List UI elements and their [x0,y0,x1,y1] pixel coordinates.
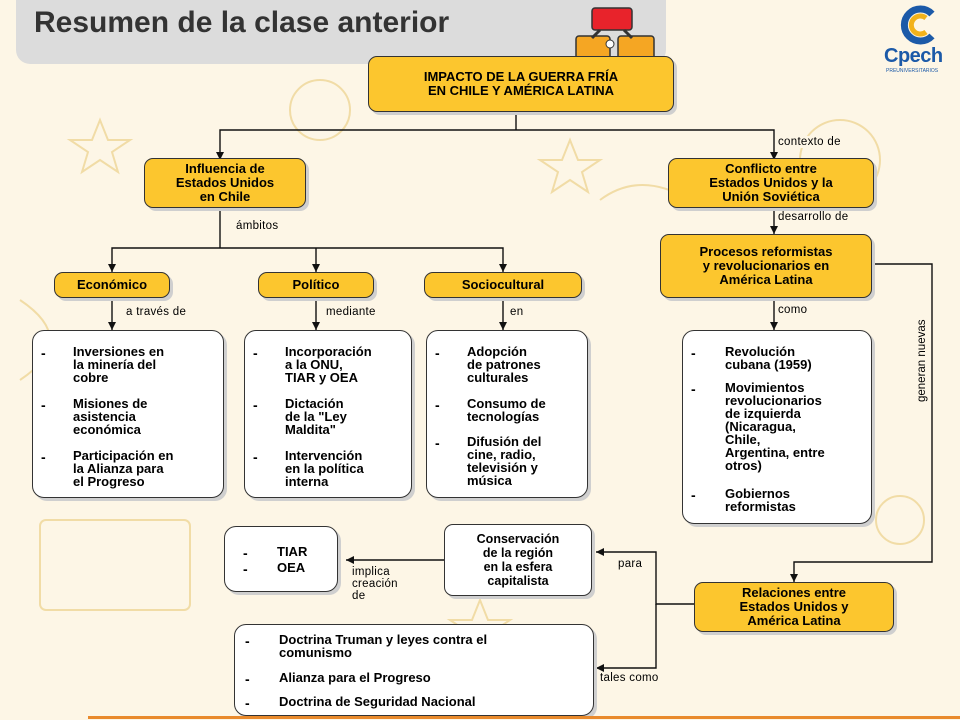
list-item: Misiones de asistencia económica [73,396,148,437]
bottom-rule [88,716,960,719]
label-como: como [778,304,808,316]
root-node: IMPACTO DE LA GUERRA FRÍA EN CHILE Y AMÉ… [368,56,674,112]
political-list: - Incorporación a la ONU, TIAR y OEA - D… [244,330,412,498]
list-item: Participación en la Alianza para el Prog… [73,448,174,489]
list-item: Doctrina Truman y leyes contra el comuni… [279,632,488,660]
list-item: Consumo de tecnologías [467,396,546,424]
label-implica: implica creación de [352,566,398,602]
list-bullet: - [253,397,258,413]
list-bullet: - [435,397,440,413]
list-bullet: - [253,449,258,465]
list-bullet: - [243,561,248,577]
label-a-traves: a través de [126,306,187,318]
conservation-node: Conservación de la región en la esfera c… [444,524,592,596]
economic-list: - Inversiones en la minería del cobre - … [32,330,224,498]
economic-node: Económico [54,272,170,298]
label-generan-nuevas: generan nuevas [916,319,928,402]
list-item: Incorporación a la ONU, TIAR y OEA [285,344,372,385]
list-bullet: - [245,695,250,711]
logo-mark [900,5,935,45]
list-bullet: - [691,345,696,361]
label-mediante: mediante [326,306,376,318]
sociocultural-node: Sociocultural [424,272,582,298]
relations-node: Relaciones entre Estados Unidos y Améric… [694,582,894,632]
list-item: Revolución cubana (1959) [725,344,812,372]
list-item: Movimientos revolucionarios de izquierda… [725,380,825,473]
list-bullet: - [691,487,696,503]
list-bullet: - [243,545,248,561]
label-contexto: contexto de [778,136,841,148]
label-desarrollo: desarrollo de [778,211,849,223]
list-item: Doctrina de Seguridad Nacional [279,694,476,709]
list-bullet: - [435,435,440,451]
list-bullet: - [253,345,258,361]
list-item: Alianza para el Progreso [279,670,431,685]
label-para: para [618,558,643,570]
influence-node: Influencia de Estados Unidos en Chile [144,158,306,208]
tiar-oea-list: - TIAR - OEA [224,526,338,592]
title-banner [16,0,666,64]
list-item: Dictación de la "Ley Maldita" [285,396,347,437]
list-item: OEA [277,560,306,575]
list-item: Difusión del cine, radio, televisión y m… [467,434,542,488]
puzzle-illustration [575,7,655,63]
list-item: TIAR [277,544,308,559]
processes-node: Procesos reformistas y revolucionarios e… [660,234,872,298]
list-item: Gobiernos reformistas [725,486,796,514]
sociocultural-list: - Adopción de patrones culturales - Cons… [426,330,588,498]
doctrine-list: - Doctrina Truman y leyes contra el comu… [234,624,594,716]
conflict-node: Conflicto entre Estados Unidos y la Unió… [668,158,874,208]
list-item: Inversiones en la minería del cobre [73,344,165,385]
list-bullet: - [691,381,696,397]
label-en: en [510,306,524,318]
list-bullet: - [245,633,250,649]
list-bullet: - [435,345,440,361]
political-node: Político [258,272,374,298]
logo-tagline: PREUNIVERSITARIOS [886,68,939,74]
list-bullet: - [41,345,46,361]
label-ambitos: ámbitos [236,220,279,232]
list-bullet: - [245,671,250,687]
label-tales-como: tales como [600,672,659,684]
logo-text: Cpech [884,45,943,67]
list-item: Adopción de patrones culturales [467,344,541,385]
slide-title: Resumen de la clase anterior [34,6,450,39]
list-item: Intervención en la política interna [285,448,364,489]
processes-list: - Revolución cubana (1959) - Movimientos… [682,330,872,524]
list-bullet: - [41,449,46,465]
list-bullet: - [41,397,46,413]
